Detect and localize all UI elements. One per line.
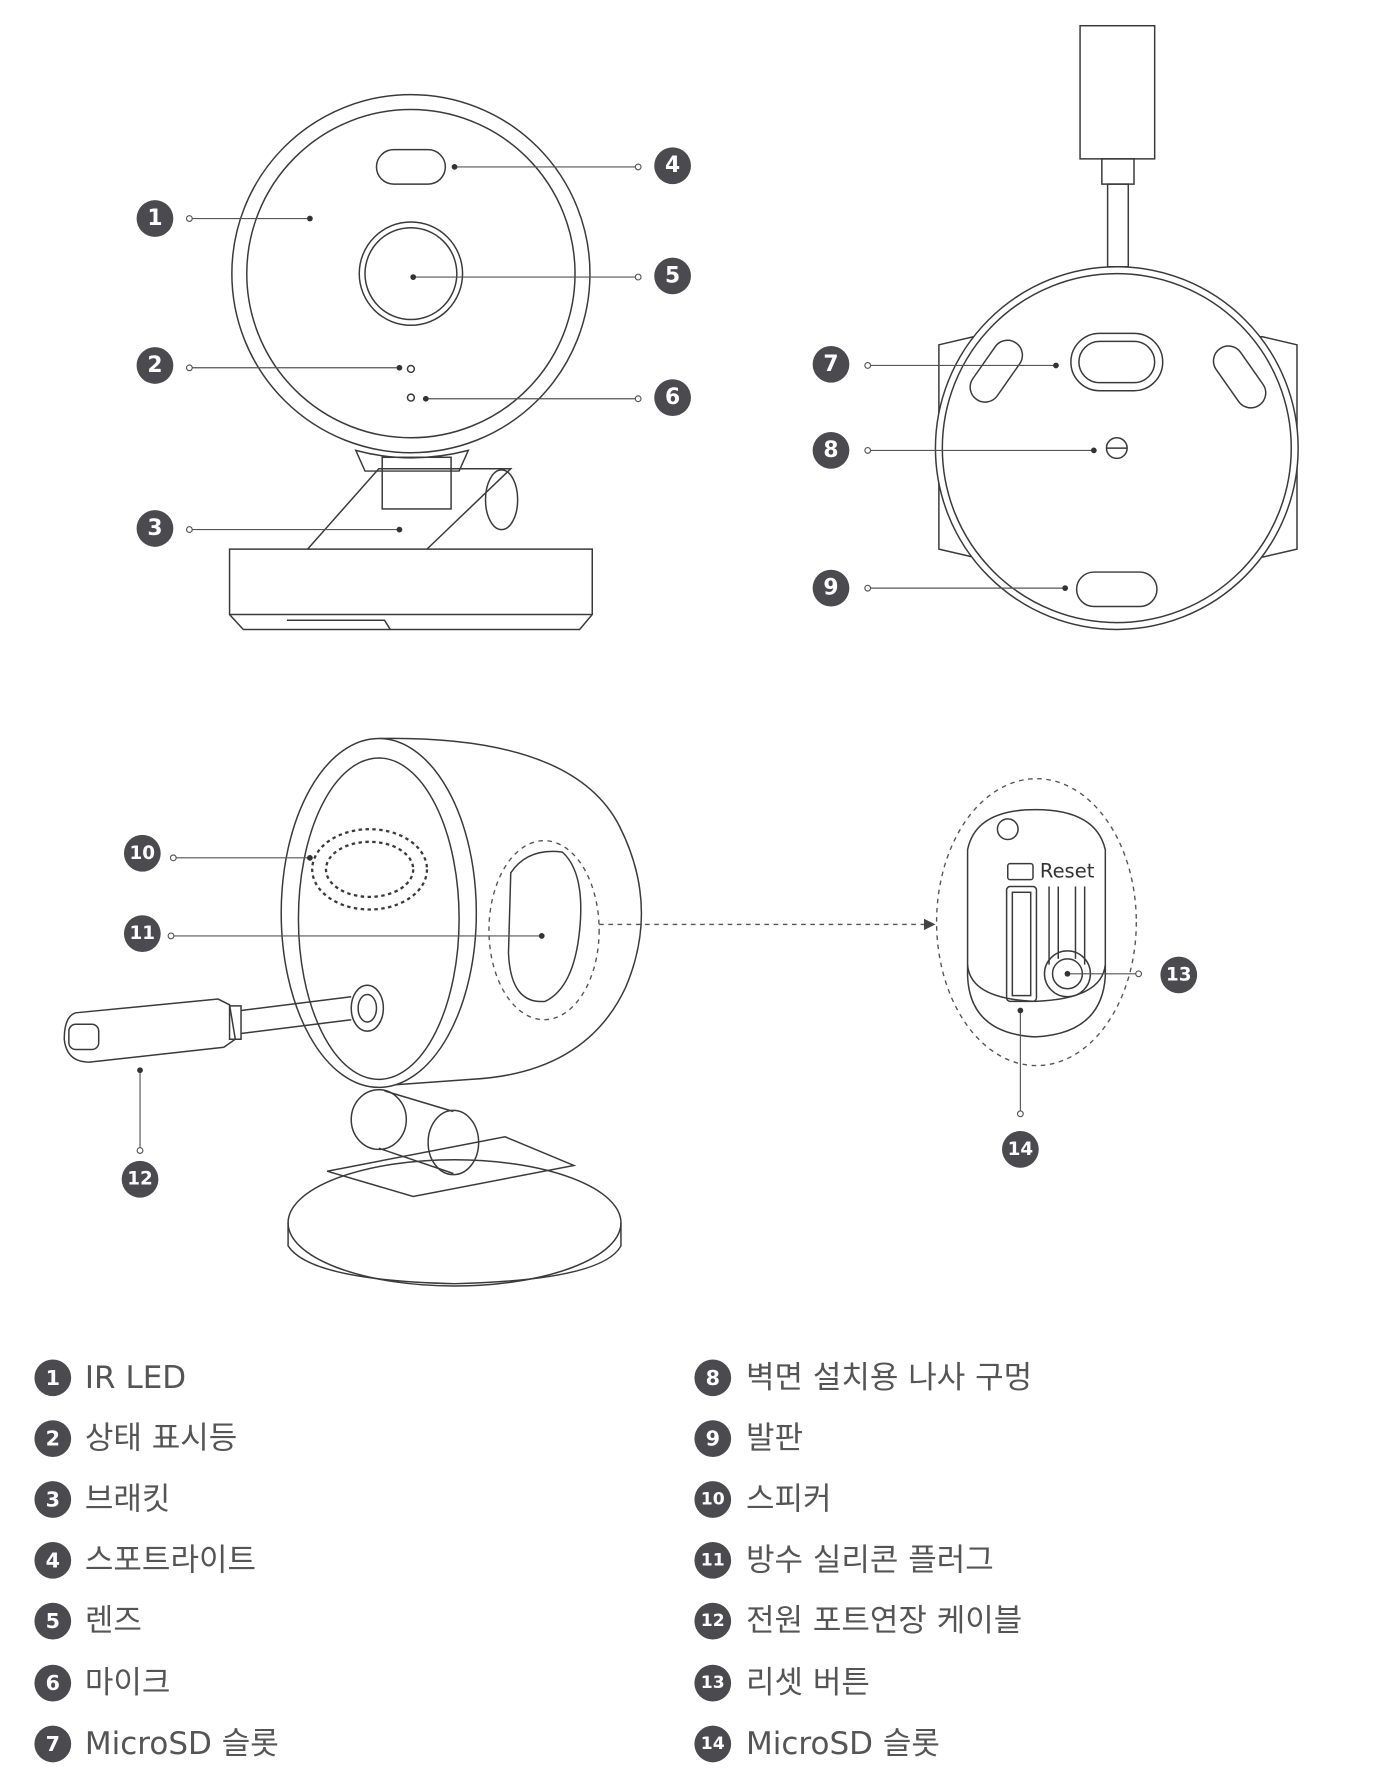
svg-text:10: 10 <box>130 843 156 864</box>
reset-label: Reset <box>1040 859 1095 882</box>
svg-text:9: 9 <box>706 1427 720 1451</box>
svg-text:IR LED: IR LED <box>85 1360 186 1396</box>
svg-text:2: 2 <box>46 1427 60 1451</box>
svg-text:상태 표시등: 상태 표시등 <box>85 1421 237 1457</box>
svg-text:5: 5 <box>665 263 680 288</box>
legend: 1 IR LED 2 상태 표시등 3 브래킷 4 스포트라이트 5 렌즈 6 마이크 7 M… <box>34 1359 1032 1763</box>
callout-badge-12: 12 <box>121 1160 159 1198</box>
callout-badge-9: 9 <box>812 569 850 607</box>
svg-text:12: 12 <box>127 1169 153 1190</box>
svg-text:6: 6 <box>46 1671 60 1695</box>
svg-text:11: 11 <box>701 1550 725 1570</box>
svg-text:렌즈: 렌즈 <box>85 1603 142 1639</box>
callout-badge-6: 6 <box>654 379 691 416</box>
svg-text:3: 3 <box>46 1487 60 1511</box>
legend-item-2: 2 상태 표시등 <box>34 1420 237 1458</box>
detail-view: Reset <box>599 777 1137 1067</box>
legend-item-5: 5 렌즈 <box>34 1602 142 1640</box>
svg-text:11: 11 <box>130 923 156 944</box>
callout-badge-5: 5 <box>654 257 691 295</box>
svg-text:리셋 버튼: 리셋 버튼 <box>746 1665 870 1701</box>
callout-badge-7: 7 <box>812 345 850 383</box>
legend-item-6: 6 마이크 <box>34 1664 171 1702</box>
svg-text:13: 13 <box>701 1673 725 1693</box>
legend-item-3: 3 브래킷 <box>34 1481 170 1518</box>
lens <box>358 221 464 327</box>
side-view <box>63 737 643 1287</box>
front-view <box>228 93 594 631</box>
svg-text:MicroSD 슬롯: MicroSD 슬롯 <box>746 1726 940 1762</box>
legend-item-12: 12 전원 포트연장 케이블 <box>694 1602 1022 1640</box>
svg-text:MicroSD 슬롯: MicroSD 슬롯 <box>85 1726 279 1762</box>
callout-badge-4: 4 <box>654 147 691 185</box>
legend-item-11: 11 방수 실리콘 플러그 <box>694 1541 994 1579</box>
svg-text:5: 5 <box>46 1609 60 1633</box>
svg-text:1: 1 <box>147 206 162 231</box>
legend-item-10: 10 스피커 <box>694 1481 832 1518</box>
svg-text:2: 2 <box>147 353 162 378</box>
svg-text:13: 13 <box>1166 964 1192 985</box>
svg-text:방수 실리콘 플러그: 방수 실리콘 플러그 <box>746 1542 994 1578</box>
legend-item-1: 1 IR LED <box>34 1359 186 1397</box>
svg-text:발판: 발판 <box>746 1421 803 1457</box>
callout-badge-1: 1 <box>136 200 174 237</box>
legend-item-4: 4 스포트라이트 <box>34 1541 256 1579</box>
svg-text:1: 1 <box>46 1366 60 1390</box>
legend-item-7: 7 MicroSD 슬롯 <box>34 1725 279 1763</box>
svg-text:전원 포트연장 케이블: 전원 포트연장 케이블 <box>746 1603 1022 1639</box>
svg-text:10: 10 <box>701 1489 725 1509</box>
callout-badge-10: 10 <box>123 834 161 872</box>
svg-text:14: 14 <box>1008 1139 1034 1160</box>
svg-text:12: 12 <box>701 1611 725 1631</box>
svg-text:스포트라이트: 스포트라이트 <box>85 1542 256 1578</box>
svg-text:벽면 설치용 나사 구멍: 벽면 설치용 나사 구멍 <box>746 1360 1032 1396</box>
callout-badge-2: 2 <box>136 347 174 384</box>
microsd-slot <box>1005 885 1038 1003</box>
callout-badge-13: 13 <box>1160 956 1198 994</box>
callout-badge-8: 8 <box>812 432 850 469</box>
svg-text:6: 6 <box>665 385 680 410</box>
legend-item-13: 13 리셋 버튼 <box>694 1664 870 1702</box>
callout-lines <box>136 163 1143 1154</box>
svg-text:14: 14 <box>701 1734 725 1754</box>
svg-text:3: 3 <box>147 516 162 541</box>
svg-text:9: 9 <box>823 576 838 601</box>
back-view <box>934 24 1299 631</box>
spotlight <box>375 148 447 185</box>
svg-text:마이크: 마이크 <box>85 1665 171 1701</box>
svg-text:4: 4 <box>46 1548 60 1572</box>
svg-text:8: 8 <box>706 1366 720 1390</box>
svg-text:7: 7 <box>823 352 838 377</box>
legend-item-9: 9 발판 <box>694 1420 803 1458</box>
callout-badge-11: 11 <box>123 915 161 952</box>
legend-item-8: 8 벽면 설치용 나사 구멍 <box>694 1359 1032 1397</box>
callout-badge-14: 14 <box>1002 1131 1039 1168</box>
svg-text:7: 7 <box>46 1732 60 1756</box>
svg-text:8: 8 <box>823 438 838 463</box>
svg-text:브래킷: 브래킷 <box>85 1481 171 1517</box>
svg-text:4: 4 <box>665 153 680 178</box>
svg-text:스피커: 스피커 <box>746 1481 832 1517</box>
speaker-grille <box>311 828 429 911</box>
callout-badge-3: 3 <box>136 510 174 547</box>
legend-item-14: 14 MicroSD 슬롯 <box>694 1725 940 1763</box>
